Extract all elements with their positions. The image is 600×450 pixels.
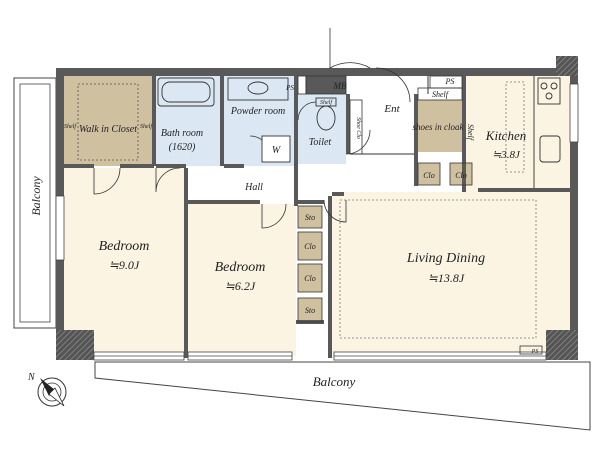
hatched-columns bbox=[56, 56, 578, 360]
bedroom2-floor bbox=[188, 204, 296, 356]
balcony-left-label: Balcony bbox=[29, 176, 43, 216]
toilet-label: Toilet bbox=[309, 137, 332, 148]
ps-label-bottom: PS bbox=[531, 349, 539, 355]
living-label: Living Dining bbox=[406, 251, 485, 266]
walkin-dotted-line bbox=[77, 83, 139, 161]
bedroom1-floor bbox=[64, 168, 186, 356]
ent-label: Ent bbox=[383, 103, 400, 115]
balcony-bottom-label: Balcony bbox=[313, 374, 356, 389]
powder-label: Powder room bbox=[230, 106, 285, 117]
ps-label-top: PS bbox=[285, 84, 294, 92]
closet-boxes bbox=[297, 75, 543, 355]
living-dotted-line bbox=[339, 199, 537, 339]
closet-floors bbox=[298, 163, 472, 322]
sto-label-1: Sto bbox=[305, 213, 315, 222]
bath-label: Bath room bbox=[161, 128, 203, 139]
door-swings bbox=[93, 28, 411, 229]
stove-icon bbox=[537, 77, 561, 105]
living-floor bbox=[332, 192, 570, 358]
w-label: W bbox=[272, 145, 282, 156]
walkin-floor bbox=[64, 76, 152, 166]
balcony-left bbox=[13, 77, 57, 329]
bath-capacity: (1620) bbox=[169, 142, 196, 153]
kitchen-label: Kitchen bbox=[485, 128, 526, 143]
bedroom2-size: ≒6.2J bbox=[225, 279, 256, 293]
shelf-label-walkin-right: Shelf bbox=[140, 123, 153, 130]
walkin-label: Walk in Closet bbox=[79, 124, 137, 135]
mb-label: MB bbox=[333, 81, 347, 91]
kitchen-sink-icon bbox=[539, 135, 561, 163]
bathtub bbox=[157, 77, 215, 107]
shelf-label-cloak: Shelf bbox=[466, 124, 475, 142]
bath-floor bbox=[156, 76, 222, 166]
compass-icon bbox=[37, 377, 67, 407]
kitchen-dotted-line bbox=[505, 81, 525, 173]
toilet-icon bbox=[315, 97, 337, 131]
shelf-label-top: Shelf bbox=[432, 90, 450, 99]
kitchen-size: ≒3.8J bbox=[492, 149, 521, 161]
ps-label-kitchen: PS bbox=[445, 77, 455, 86]
shelf-label-walkin-left: Shelf bbox=[64, 123, 77, 130]
hall-label: Hall bbox=[244, 182, 263, 193]
balcony-bottom bbox=[94, 361, 591, 431]
clo-label-3: Clo bbox=[304, 242, 316, 251]
living-size: ≒13.8J bbox=[428, 271, 465, 285]
washer-icon bbox=[261, 135, 291, 163]
clo-label-1: Clo bbox=[423, 171, 435, 180]
shelf-label-toilet: Shelf bbox=[320, 99, 333, 106]
sink-icon bbox=[227, 77, 289, 101]
shoe-clo-label: Shoe Clo bbox=[355, 117, 361, 139]
bedroom1-size: ≒9.0J bbox=[109, 258, 140, 272]
sto-label-2: Sto bbox=[305, 306, 315, 315]
clo-label-2: Clo bbox=[455, 171, 467, 180]
bedroom1-label: Bedroom bbox=[99, 239, 150, 254]
bedroom2-label: Bedroom bbox=[215, 260, 266, 275]
shoes-floor bbox=[418, 100, 462, 152]
compass-north-label: N bbox=[27, 372, 36, 383]
shoes-label: shoes in cloak bbox=[413, 122, 465, 132]
clo-label-4: Clo bbox=[304, 274, 316, 283]
